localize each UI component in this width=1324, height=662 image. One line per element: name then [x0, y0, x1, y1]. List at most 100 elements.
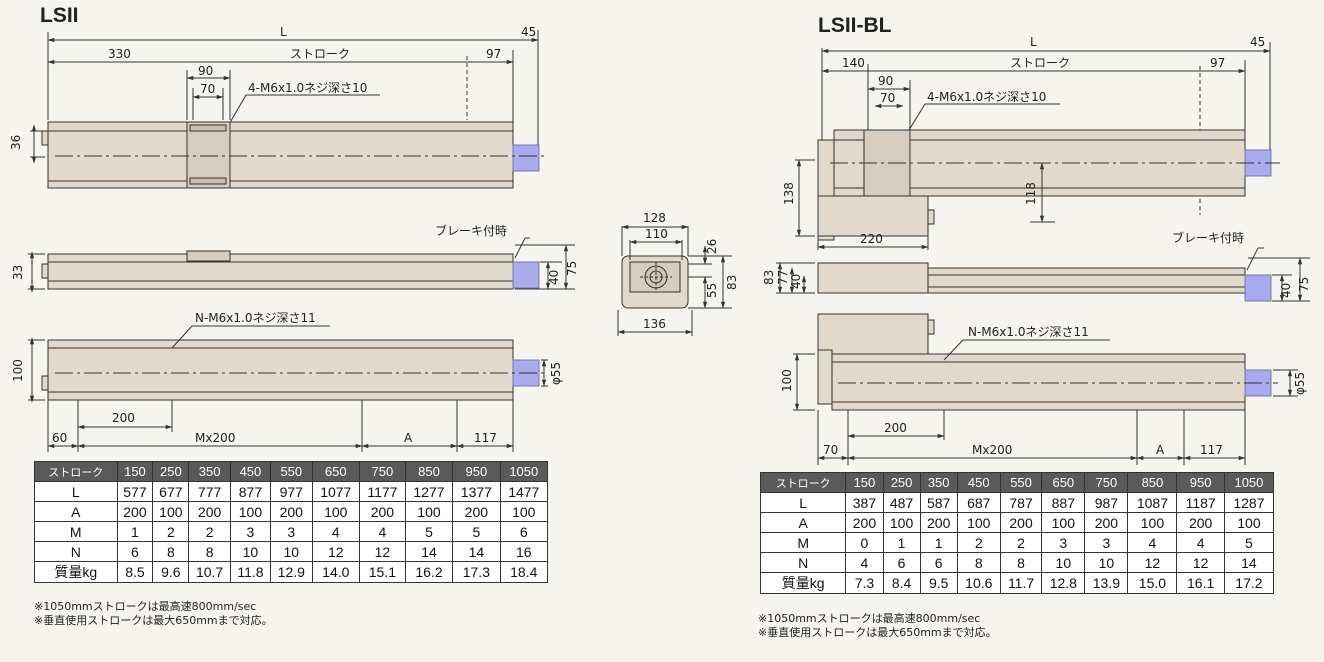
table-cell: 787 — [999, 492, 1043, 513]
dim-75: 75 — [565, 261, 579, 276]
table-cell: 14 — [1223, 552, 1275, 573]
table-cell: 9.5 — [919, 572, 958, 594]
table-cell: 8.5 — [116, 561, 154, 583]
header-stroke-value: 850 — [1127, 472, 1178, 493]
table-cell: 10 — [269, 541, 313, 562]
table-cell: 8.4 — [882, 572, 921, 594]
header-stroke-value: 750 — [358, 461, 406, 482]
table-cell: 8 — [188, 541, 231, 562]
row-label: A — [34, 501, 118, 522]
header-stroke-label: ストローク — [34, 461, 118, 482]
table-cell: 3 — [269, 521, 313, 542]
row-label: L — [759, 492, 847, 513]
table-cell: 4 — [845, 552, 884, 573]
lsii-top-view — [30, 30, 545, 189]
table-cell: 587 — [919, 492, 958, 513]
header-stroke-value: 1050 — [1223, 472, 1275, 493]
table-cell: 4 — [311, 521, 360, 542]
table-cell: 5 — [452, 521, 501, 542]
header-stroke-value: 750 — [1084, 472, 1129, 493]
dim-l: L — [280, 25, 287, 39]
dim-97-bl: 97 — [1210, 56, 1225, 70]
dim-100: 100 — [11, 359, 25, 382]
dim-200: 200 — [112, 411, 135, 425]
table-cell: 1 — [919, 532, 958, 553]
table-cell: 1177 — [358, 481, 406, 502]
dim-l-bl: L — [1030, 35, 1037, 49]
table-cell: 100 — [1223, 512, 1275, 533]
table-cell: 200 — [188, 501, 231, 522]
table-cell: 8 — [956, 552, 1001, 573]
table-cell: 777 — [188, 481, 231, 502]
table-cell: 100 — [311, 501, 360, 522]
dim-26: 26 — [705, 239, 719, 254]
row-label: N — [759, 552, 847, 573]
table-cell: 200 — [919, 512, 958, 533]
table-cell: 200 — [116, 501, 154, 522]
header-stroke-value: 1050 — [499, 461, 549, 482]
dim-60: 60 — [52, 431, 67, 445]
table-cell: 200 — [1176, 512, 1225, 533]
table-cell: 877 — [229, 481, 271, 502]
dim-45: 45 — [521, 25, 536, 39]
table-cell: 200 — [1084, 512, 1129, 533]
table-cell: 200 — [452, 501, 501, 522]
table-cell: 15.1 — [358, 561, 406, 583]
table-cell: 977 — [269, 481, 313, 502]
note-vertical-bl: ※垂直使用ストロークは最大650mmまで対応。 — [758, 626, 997, 639]
table-cell: 1377 — [452, 481, 501, 502]
table-cell: 100 — [1041, 512, 1086, 533]
header-stroke-value: 250 — [152, 461, 190, 482]
table-cell: 100 — [956, 512, 1001, 533]
header-stroke-value: 550 — [269, 461, 313, 482]
table-cell: 200 — [999, 512, 1043, 533]
note-vertical: ※垂直使用ストロークは最大650mmまで対応。 — [34, 614, 273, 627]
table-cell: 387 — [845, 492, 884, 513]
title-lsii: LSII — [40, 4, 79, 27]
dim-140-bl: 140 — [842, 56, 865, 70]
table-cell: 14 — [404, 541, 454, 562]
lsii-bl-top-view — [795, 42, 1280, 250]
table-cell: 687 — [956, 492, 1001, 513]
dim-mx200-bl: Mx200 — [972, 443, 1012, 457]
table-cell: 12 — [311, 541, 360, 562]
row-label: M — [759, 532, 847, 553]
dim-117-bl: 117 — [1200, 443, 1223, 457]
header-stroke-value: 350 — [188, 461, 231, 482]
table-cell: 12 — [1127, 552, 1178, 573]
table-cell: 0 — [845, 532, 884, 553]
dim-128: 128 — [643, 211, 666, 225]
dim-90-bl: 90 — [878, 74, 893, 88]
row-label: M — [34, 521, 118, 542]
note-speed: ※1050mmストロークは最高速800mm/sec — [34, 600, 257, 613]
table-cell: 2 — [956, 532, 1001, 553]
table-cell: 100 — [404, 501, 454, 522]
dim-45-bl: 45 — [1250, 35, 1265, 49]
dim-90: 90 — [198, 64, 213, 78]
dim-70b-bl: 70 — [823, 443, 838, 457]
table-cell: 200 — [845, 512, 884, 533]
table-cell: 12.9 — [269, 561, 313, 583]
header-stroke-value: 150 — [845, 472, 884, 493]
table-cell: 18.4 — [499, 561, 549, 583]
table-cell: 2 — [188, 521, 231, 542]
lsii-bl-side-view — [776, 247, 1310, 302]
dim-phi55-bl: φ55 — [1293, 372, 1307, 395]
dim-stroke: ストローク — [290, 47, 350, 61]
table-cell: 16.2 — [404, 561, 454, 583]
header-stroke-value: 650 — [311, 461, 360, 482]
table-cell: 10.6 — [956, 572, 1001, 594]
header-stroke-value: 450 — [229, 461, 271, 482]
table-cell: 15.0 — [1127, 572, 1178, 594]
dim-phi55: φ55 — [549, 362, 563, 385]
table-cell: 14 — [452, 541, 501, 562]
table-cell: 13.9 — [1084, 572, 1129, 594]
dim-83-bl: 83 — [762, 270, 776, 285]
dim-97: 97 — [486, 47, 501, 61]
table-cell: 11.8 — [229, 561, 271, 583]
